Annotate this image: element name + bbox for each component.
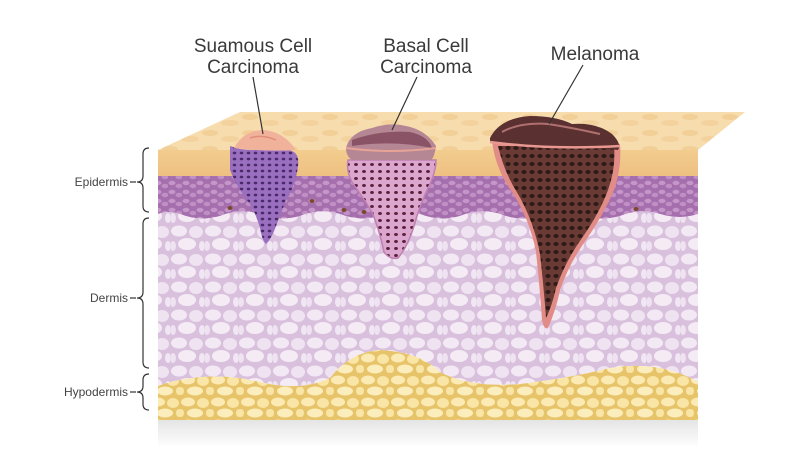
melanoma [489,116,621,329]
melanoma-label: Melanoma [535,44,655,65]
hypodermis-bracket [130,373,150,411]
squamous-cell-label-line1: Suamous Cell [193,36,313,57]
squamous-pointer-line [252,76,264,135]
melanoma-pointer-line [548,64,584,125]
squamous-cell-label-line2: Carcinoma [207,57,299,78]
dermis-bracket [130,217,150,369]
dermis-layer [158,211,698,387]
basal-pointer-line [391,76,418,131]
ground-shadow [158,418,698,448]
basal-cell-label: Basal Cell Carcinoma [366,36,486,78]
basal-cell-label-line2: Carcinoma [380,57,472,78]
melanoma-label-line1: Melanoma [550,44,640,65]
basal-cell-label-line1: Basal Cell [383,36,469,57]
epidermis-label: Epidermis [74,175,128,189]
epidermis-bracket [130,147,150,213]
squamous-cell-label: Suamous Cell Carcinoma [178,36,328,78]
hypodermis-label: Hypodermis [63,385,128,399]
basal-cell-carcinoma [345,124,437,260]
dermis-label: Dermis [90,291,128,305]
hypodermis-layer [158,350,698,420]
squamous-cell-carcinoma [230,130,299,244]
